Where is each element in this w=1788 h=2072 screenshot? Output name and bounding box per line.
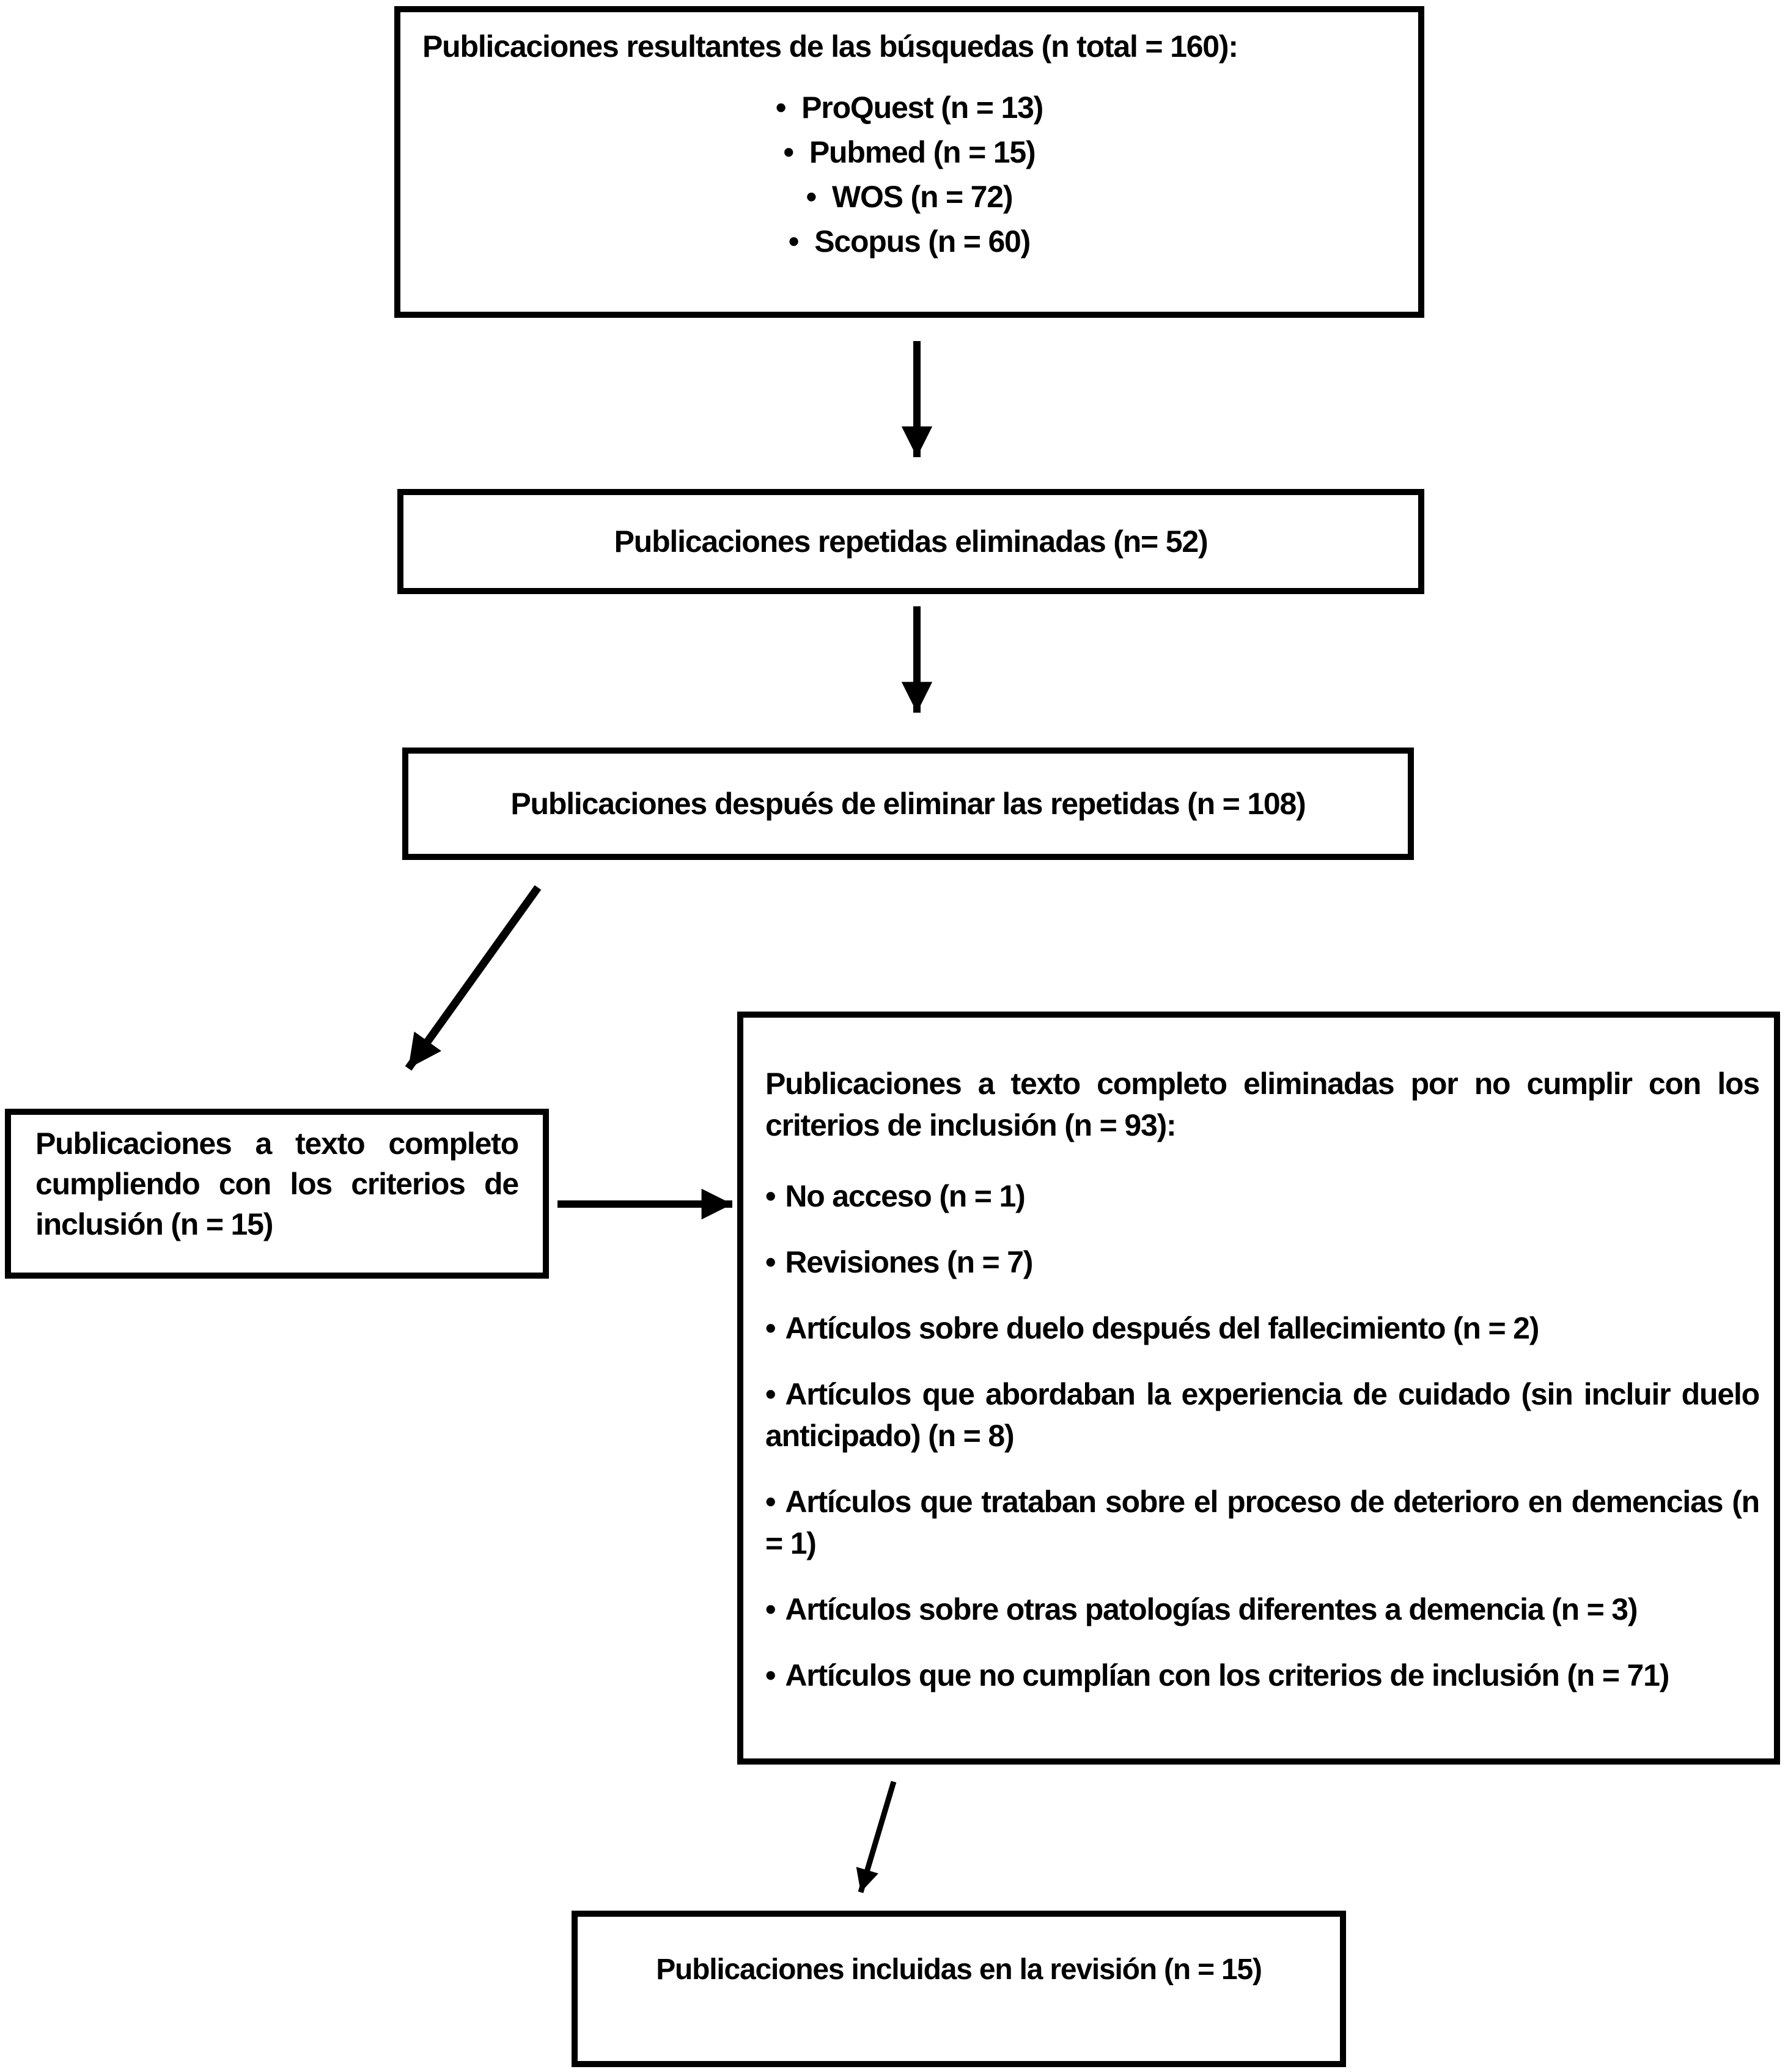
box-fulltext-included: Publicaciones a texto completo cumpliend…	[5, 1109, 549, 1279]
box-after-duplicates: Publicaciones después de eliminar las re…	[402, 748, 1414, 860]
search-source-item: ProQuest (n = 13)	[422, 86, 1396, 130]
after-duplicates-label: Publicaciones después de eliminar las re…	[510, 787, 1306, 821]
included-review-label: Publicaciones incluidas en la revisión (…	[656, 1953, 1262, 1986]
arrow-after-to-fulltext-icon	[405, 885, 542, 1071]
excluded-reasons-list: No acceso (n = 1) Revisiones (n = 7) Artíc…	[765, 1175, 1760, 1696]
excluded-reason-item: No acceso (n = 1)	[765, 1175, 1759, 1217]
box-search-results: Publicaciones resultantes de las búsqued…	[394, 6, 1424, 318]
box-excluded: Publicaciones a texto completo eliminada…	[737, 1012, 1780, 1765]
search-source-item: Scopus (n = 60)	[422, 219, 1396, 264]
fulltext-included-label: Publicaciones a texto completo cumpliend…	[35, 1126, 519, 1241]
excluded-title: Publicaciones a texto completo eliminada…	[765, 1067, 1760, 1142]
excluded-reason-item: Artículos que no cumplían con los criter…	[765, 1655, 1759, 1696]
excluded-reason-item: Artículos sobre duelo después del fallec…	[765, 1307, 1759, 1349]
box-duplicates-removed: Publicaciones repetidas eliminadas (n= 5…	[397, 489, 1424, 594]
box-included-review: Publicaciones incluidas en la revisión (…	[572, 1911, 1346, 2067]
search-source-item: WOS (n = 72)	[422, 175, 1396, 219]
arrow-excluded-to-review-icon	[856, 1780, 897, 1894]
search-results-list: ProQuest (n = 13)Pubmed (n = 15)WOS (n =…	[422, 86, 1396, 264]
search-results-title: Publicaciones resultantes de las búsqued…	[422, 29, 1238, 64]
duplicates-removed-label: Publicaciones repetidas eliminadas (n= 5…	[614, 524, 1209, 559]
search-source-item: Pubmed (n = 15)	[422, 130, 1396, 175]
excluded-reason-item: Artículos que trataban sobre el proceso …	[765, 1481, 1760, 1564]
excluded-reason-item: Artículos que abordaban la experiencia d…	[765, 1373, 1760, 1457]
excluded-reason-item: Revisiones (n = 7)	[765, 1241, 1759, 1283]
excluded-reason-item: Artículos sobre otras patologías diferen…	[765, 1589, 1759, 1630]
